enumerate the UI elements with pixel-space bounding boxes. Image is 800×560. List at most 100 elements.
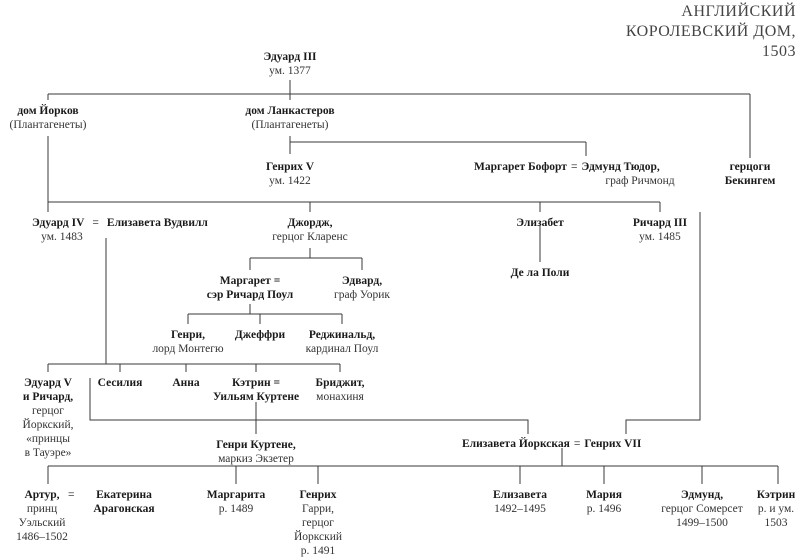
person-detail: р. 1489 [218,503,254,515]
person-name: Элизабет [516,217,564,229]
person-detail: кардинал Поул [305,343,379,355]
person-detail: Уэльский [18,517,66,529]
person-arthur: Артур, принц Уэльский 1486–1502 [16,488,68,544]
person-name: Эдуард III [263,51,317,63]
person-name: Де ла Поли [510,267,570,279]
marriage-sign: = [573,438,581,450]
person-henry-courtenay: Генри Куртене, маркиз Экзетер [216,438,295,466]
connector [89,378,529,434]
person-detail: р. 1496 [586,503,622,515]
person-name: Елизавета [493,489,547,501]
person-detail: Йоркский, [22,419,74,431]
person-name: Елизавета Йоркская [462,438,570,450]
couple-beaufort-tudor: Маргарет Бофорт=Эдмунд Тюдор, [474,160,660,174]
person-name: Джордж, [287,217,333,229]
house-lancaster: дом Ланкастеров (Плантагенеты) [245,104,334,132]
person-name: сэр Ричард Поул [206,289,294,301]
person-name: Кэтрин [756,489,796,501]
house-detail: (Плантагенеты) [9,119,87,131]
person-name: Генрих V [265,161,315,173]
title-line: АНГЛИЙСКИЙ [681,3,796,20]
person-george-clarence: Джордж, герцог Кларенс [272,216,348,244]
person-name: Генри, [170,329,206,341]
person-cecily: Сесилия [98,376,143,390]
person-edward-iii: Эдуард III ум. 1377 [263,50,316,78]
person-geoffrey: Джеффри [235,328,285,342]
couple-catherine-courtenay: Кэтрин = Уильям Куртене [213,376,299,404]
person-richard-iii: Ричард III ум. 1485 [633,216,687,244]
person-name: Джеффри [234,329,286,341]
person-name: и Ричард, [22,391,74,403]
person-name: Эдуард V [24,377,72,389]
person-reginald-pole: Реджинальд, кардинал Поул [306,328,379,356]
person-detail: герцог [31,405,65,417]
couple-elizabeth-york-henry-vii: Елизавета Йоркская=Генрих VII [462,437,641,451]
person-name: Елизавета Вудвилл [106,217,208,229]
house-name: Бекингем [724,175,776,187]
house-detail: (Плантагенеты) [251,119,329,131]
family-de-la-pole: Де ла Поли [511,266,570,280]
person-name: Мария [586,489,622,501]
person-catherine-aragon: Екатерина Арагонская [93,488,154,516]
marriage-sign: = [570,161,578,173]
person-mary-tudor: Мария р. 1496 [586,488,622,516]
person-anne: Анна [172,376,199,390]
person-name: Кэтрин = [231,377,281,389]
person-detail: 1486–1502 [16,531,68,543]
person-name: Арагонская [93,503,155,515]
person-name: Артур, [24,489,60,501]
person-detail: р. и ум. [757,503,795,515]
person-name: Уильям Куртене [212,391,300,403]
person-name: Эдмунд, [680,489,724,501]
person-detail: Гарри, [301,503,334,515]
person-name: Маргарет = [219,275,281,287]
person-name: Маргарет Бофорт [474,161,567,173]
person-name: Реджинальд, [308,329,376,341]
marriage-sign: = [68,489,75,501]
person-name: Екатерина [96,489,152,501]
connector [625,212,701,434]
title-line: 1503 [762,43,796,60]
person-edward-warwick: Эдвард, граф Уорик [334,274,390,302]
person-name: Бриджит, [315,377,365,389]
person-name: Маргарита [206,489,266,501]
person-edmund-tudor-title: граф Ричмонд [605,174,674,188]
title-line: КОРОЛЕВСКИЙ ДОМ, [625,23,796,40]
couple-margaret-pole: Маргарет = сэр Ричард Поул [207,274,293,302]
marriage-sign-arthur: = [68,488,75,502]
diagram-title: АНГЛИЙСКИЙ КОРОЛЕВСКИЙ ДОМ, 1503 [606,2,796,62]
person-detail: 1499–1500 [676,517,728,529]
person-detail: лорд Монтегю [152,343,224,355]
house-name: герцоги [729,161,771,173]
person-detail: ум. 1422 [269,175,311,187]
house-buckingham: герцоги Бекингем [725,160,776,188]
person-detail: монахиня [316,391,364,403]
person-detail: герцог Кларенс [272,231,348,243]
person-name: Сесилия [97,377,143,389]
person-detail: 1492–1495 [494,503,546,515]
person-margaret-tudor: Маргарита р. 1489 [207,488,266,516]
person-bridget: Бриджит, монахиня [315,376,364,404]
house-name: дом Ланкастеров [245,105,335,117]
marriage-sign: = [92,217,99,229]
person-detail: «принцы [26,433,70,445]
person-name: Генрих [299,489,337,501]
person-detail: ум. 1377 [269,65,311,77]
house-york: дом Йорков (Плантагенеты) [10,104,87,132]
person-detail: р. 1491 [300,545,336,557]
person-elizabeth-tudor: Елизавета 1492–1495 [493,488,547,516]
person-name: Генрих VII [584,438,642,450]
person-detail: герцог [301,517,335,529]
person-name: Эдвард, [341,275,383,287]
person-detail: ум. 1483 [41,231,83,243]
person-name: Генри Куртене, [216,439,296,451]
person-detail: ум. 1485 [639,231,681,243]
person-name: Анна [172,377,200,389]
persons-princes-in-tower: Эдуард V и Ричард, герцог Йоркский, «при… [23,376,74,460]
person-detail: Йоркский [293,531,343,543]
person-detail: граф Ричмонд [605,175,675,187]
person-henry-v: Генрих V ум. 1422 [266,160,314,188]
person-henry-montagu: Генри, лорд Монтегю [152,328,223,356]
